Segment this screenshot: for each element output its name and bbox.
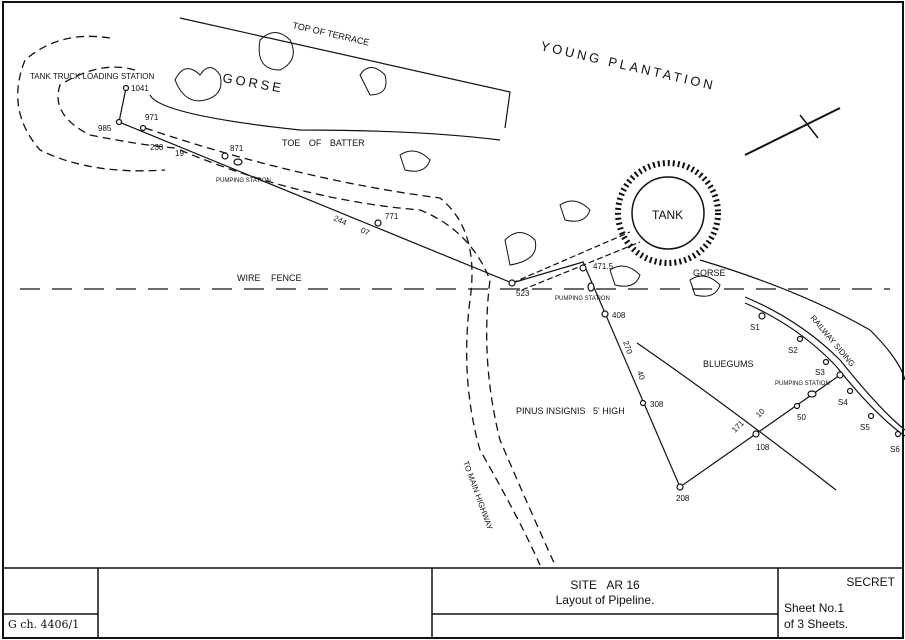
svg-text:771: 771 bbox=[385, 212, 399, 221]
svg-text:471.5: 471.5 bbox=[593, 262, 614, 271]
tank-icon bbox=[631, 176, 705, 250]
svg-text:S4: S4 bbox=[838, 398, 848, 407]
railway-line-1 bbox=[744, 296, 905, 431]
svg-text:50: 50 bbox=[797, 413, 806, 422]
railway-line-2 bbox=[744, 302, 905, 437]
loading-loop-outer bbox=[17, 35, 166, 172]
svg-text:40: 40 bbox=[635, 370, 647, 382]
svg-text:10: 10 bbox=[754, 406, 767, 419]
label-top-of-terrace: TOP OF TERRACE bbox=[292, 20, 371, 47]
svg-text:S2: S2 bbox=[788, 346, 798, 355]
road-edge-2 bbox=[179, 149, 556, 566]
svg-text:408: 408 bbox=[612, 311, 626, 320]
top-of-terrace-line bbox=[179, 17, 511, 129]
svg-text:171: 171 bbox=[730, 418, 746, 434]
label-tank: TANK bbox=[652, 208, 683, 222]
north-arrow-icon bbox=[744, 107, 841, 156]
pipeline-nodes bbox=[115, 84, 902, 491]
title-block-frame bbox=[3, 567, 903, 638]
plantation-boundary bbox=[636, 342, 837, 491]
sheet-number: Sheet No.1 bbox=[784, 601, 845, 615]
svg-text:971: 971 bbox=[145, 113, 159, 122]
svg-text:1041: 1041 bbox=[131, 84, 149, 93]
siding-boundary bbox=[699, 259, 905, 381]
drawing-subtitle: Layout of Pipeline. bbox=[555, 593, 655, 607]
svg-text:523: 523 bbox=[516, 289, 530, 298]
svg-text:S1: S1 bbox=[750, 323, 760, 332]
label-wire-fence: WIRE FENCE bbox=[237, 273, 302, 283]
label-young-plantation: YOUNG PLANTATION bbox=[539, 38, 717, 93]
label-pinus-insignis: PINUS INSIGNIS 5' HIGH bbox=[516, 406, 625, 416]
pipeline bbox=[118, 87, 841, 488]
svg-text:108: 108 bbox=[756, 443, 770, 452]
label-bluegums: BLUEGUMS bbox=[703, 359, 754, 369]
svg-text:871: 871 bbox=[230, 144, 244, 153]
tank-bund bbox=[615, 160, 721, 266]
svg-text:S6: S6 bbox=[890, 445, 900, 454]
svg-text:270: 270 bbox=[621, 340, 634, 356]
svg-text:308: 308 bbox=[650, 400, 664, 409]
label-gorse-2: GORSE bbox=[693, 268, 726, 278]
svg-text:S3: S3 bbox=[815, 368, 825, 377]
drawing-reference: G ch. 4406/1 bbox=[8, 618, 80, 631]
classification-label: SECRET bbox=[846, 575, 895, 589]
label-railway-siding: RAILWAY SIDING bbox=[808, 314, 856, 369]
sheet-count: of 3 Sheets. bbox=[784, 617, 849, 631]
svg-text:208: 208 bbox=[676, 494, 690, 503]
label-pumping-station-3: PUMPING STATION bbox=[775, 381, 830, 387]
label-pumping-station-2: PUMPING STATION bbox=[555, 296, 610, 302]
road-edge-1 bbox=[144, 127, 541, 566]
site-title: SITE AR 16 bbox=[570, 578, 640, 592]
label-toe-of-batter: TOE OF BATTER bbox=[282, 138, 365, 148]
toe-of-batter-line bbox=[149, 94, 501, 141]
svg-text:07: 07 bbox=[359, 226, 371, 238]
svg-text:244: 244 bbox=[332, 214, 348, 228]
gorse-scrub bbox=[174, 32, 721, 297]
label-gorse-1: GORSE bbox=[221, 70, 285, 96]
loading-loop-inner bbox=[57, 66, 176, 149]
svg-text:S5: S5 bbox=[860, 423, 870, 432]
label-tank-truck-loading-station: TANK TRUCK LOADING STATION bbox=[30, 72, 155, 81]
north-arrow-cross bbox=[799, 114, 819, 139]
pipeline-to-tank bbox=[511, 231, 631, 284]
svg-text:19: 19 bbox=[175, 149, 184, 158]
node-labels: 1041 985 971 871 771 523 471.5 408 308 2… bbox=[98, 84, 900, 503]
svg-text:985: 985 bbox=[98, 124, 112, 133]
label-to-main-highway: TO MAIN HIGHWAY bbox=[461, 460, 495, 532]
label-pumping-station-1: PUMPING STATION bbox=[216, 178, 271, 184]
svg-text:230: 230 bbox=[150, 143, 164, 152]
